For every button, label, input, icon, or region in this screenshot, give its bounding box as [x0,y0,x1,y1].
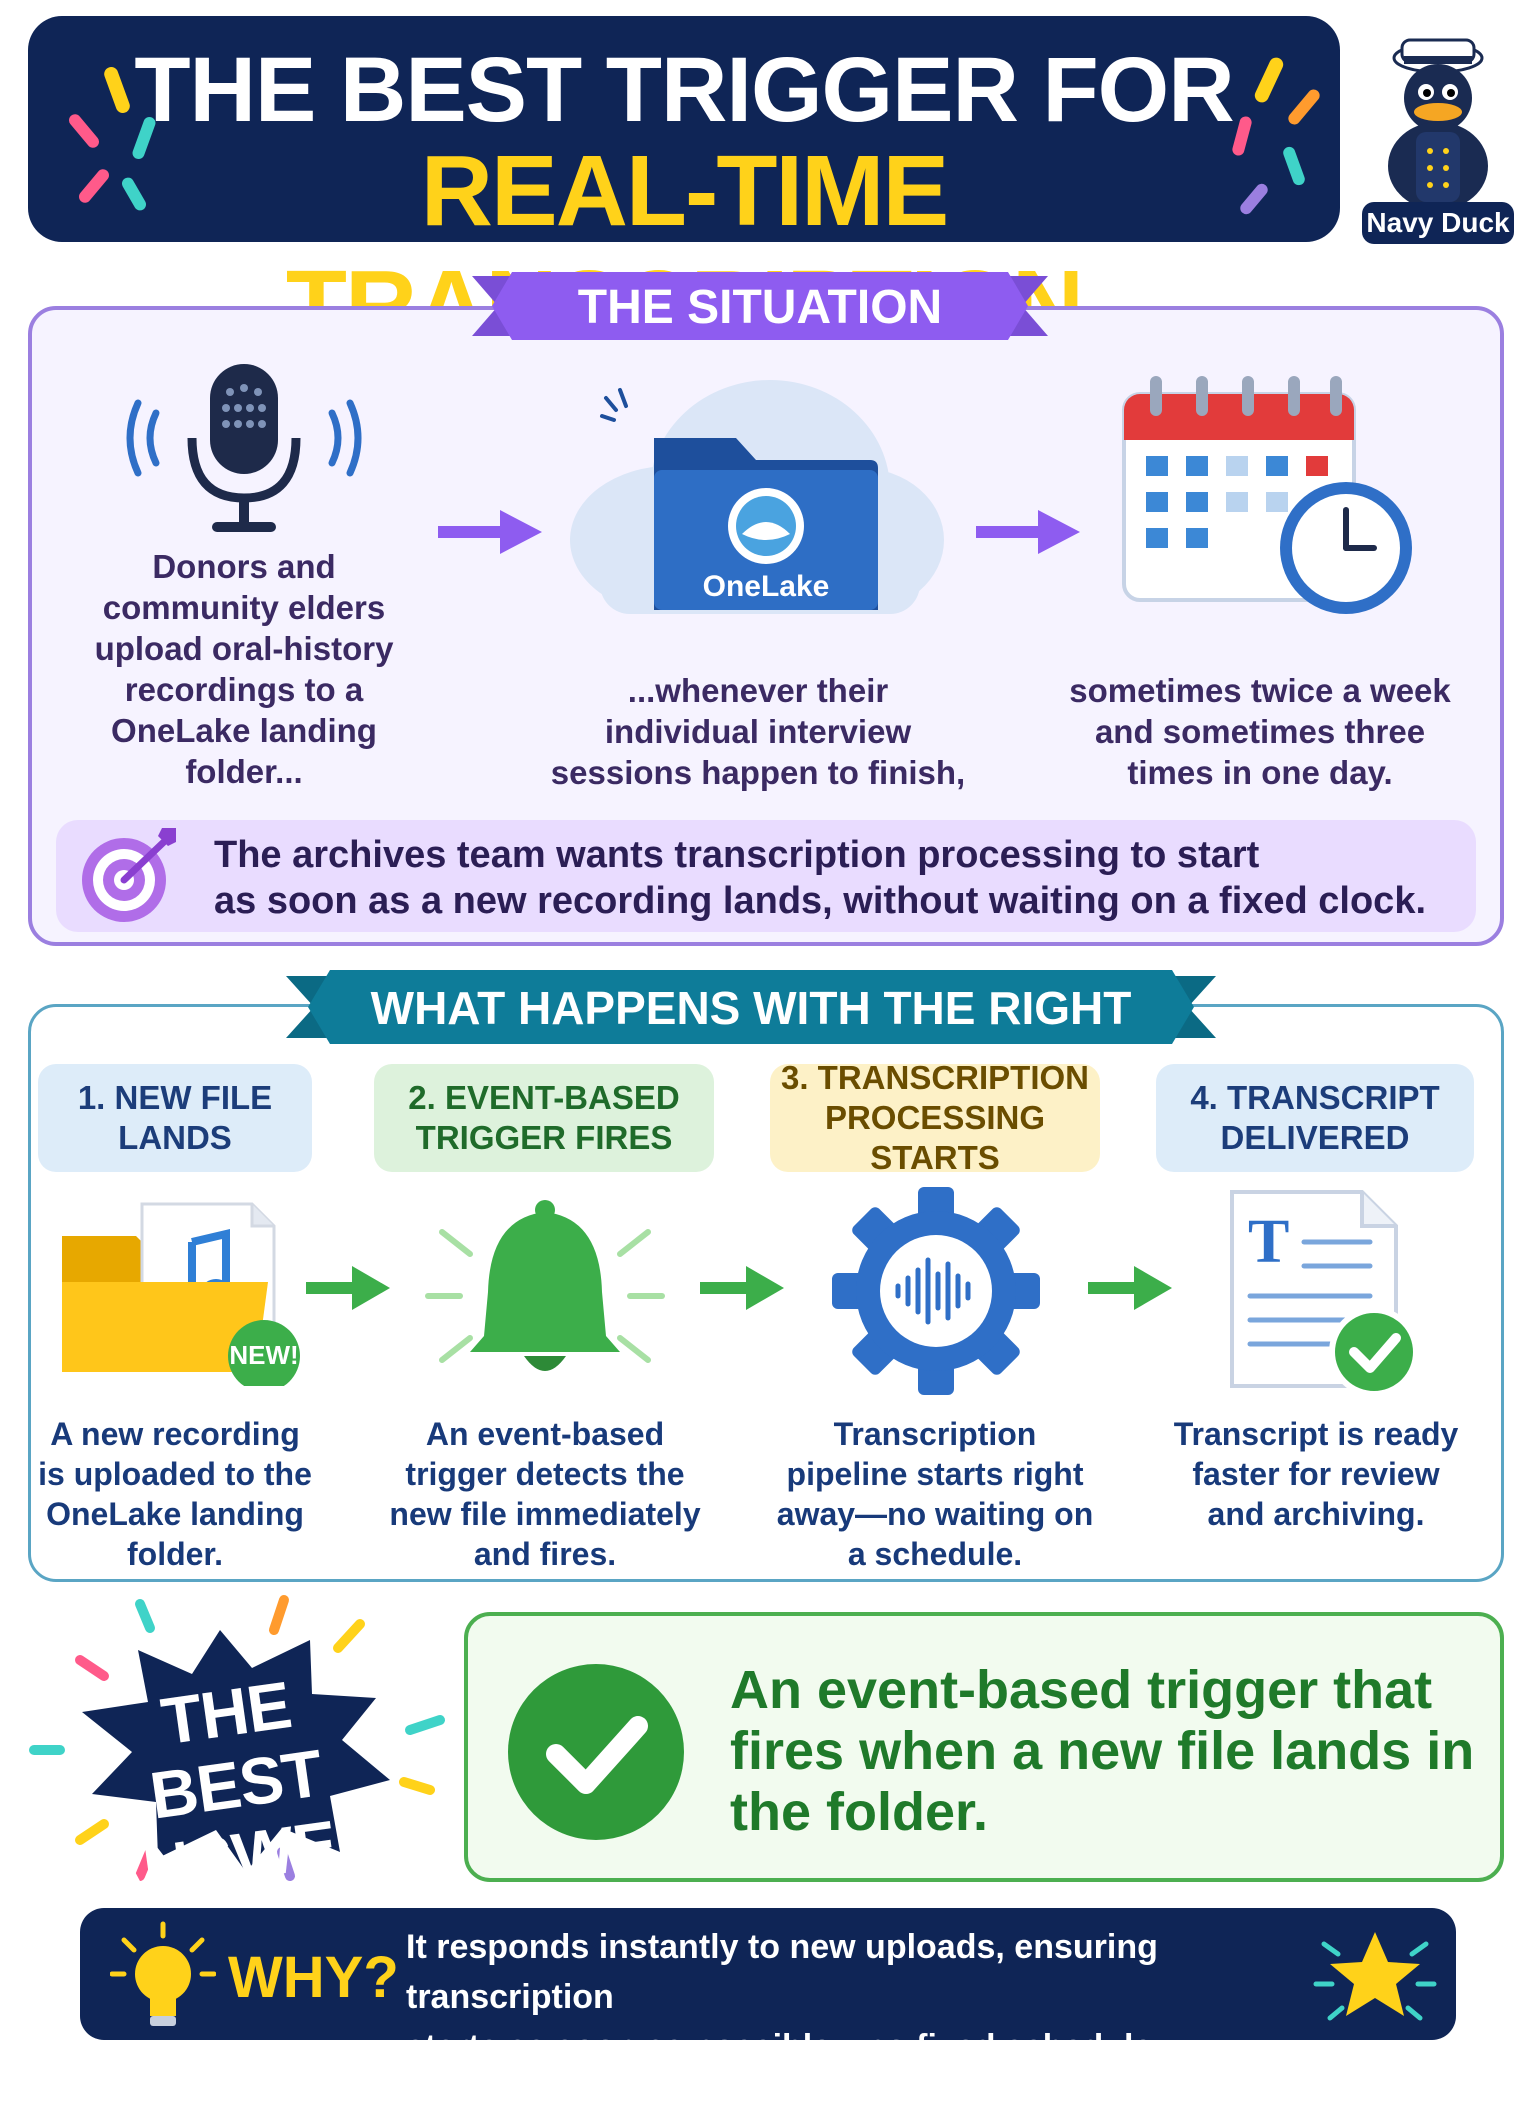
situation-text-1: Donors and community elders upload oral-… [94,548,394,790]
arrow-right-icon [976,510,1080,554]
why-line-2: starts as soon as possible—no fixed sche… [406,2028,1153,2116]
goal-line-2: as soon as a new recording lands, withou… [214,880,1427,922]
microphone-icon [126,364,362,532]
bell-icon [425,1200,665,1371]
why-text: It responds instantly to new uploads, en… [406,1922,1306,2122]
mascot-label: Navy Duck [1362,202,1514,244]
sparkle-left-icon [69,67,156,211]
goal-callout [56,820,1476,932]
arrow-right-icon [1088,1266,1172,1310]
step-3-label-line-1: 3. TRANSCRIPTION [780,1059,1090,1096]
step-3-text: Transcription pipeline starts right away… [776,1416,1094,1572]
target-icon [82,828,176,922]
arrow-right-icon [438,510,542,554]
sparkle-right-icon [1232,57,1320,215]
answer-text: An event-based trigger that fires when a… [730,1660,1475,1842]
why-line-1: It responds instantly to new uploads, en… [406,1928,1158,2016]
arrow-right-icon [700,1266,784,1310]
situation-text-3: sometimes twice a week and sometimes thr… [1069,672,1451,791]
gear-waveform-icon [832,1187,1040,1395]
svg-text:T: T [1248,1208,1289,1276]
why-label: WHY? [228,1945,399,2010]
best-answer-starburst [29,1595,445,1881]
title-line-1: THE BEST TRIGGER FOR [134,39,1234,141]
calendar-clock-icon [1122,376,1412,614]
step-4-label-line-2: DELIVERED [1220,1119,1410,1156]
step-1-text: A new recording is uploaded to the OneLa… [38,1416,312,1572]
steps-ribbon [286,970,1216,1044]
lightbulb-icon [110,1921,216,2026]
step-4-text: Transcript is ready faster for review an… [1173,1416,1459,1532]
step-1-label-line-2: LANDS [118,1119,232,1156]
duck-icon [1388,38,1488,216]
why-banner [80,1908,1456,2040]
goal-line-1: The archives team wants transcription pr… [214,834,1260,876]
goal-text: The archives team wants transcription pr… [214,832,1454,924]
step-2-label-line-2: TRIGGER FIRES [415,1119,673,1156]
step-3-label-line-2: PROCESSING STARTS [824,1099,1046,1176]
onelake-folder-label: OneLake [702,570,830,603]
situation-title: THE SITUATION [577,281,943,334]
title-banner: THE BEST TRIGGER FOR REAL-TIME TRANSCRIP… [28,16,1340,362]
star-icon [1313,1932,1437,2021]
situation-text-2: ...whenever their individual interview s… [550,672,966,791]
step-2-label-line-1: 2. EVENT-BASED [408,1079,680,1116]
best-answer-badge: THE BEST ANSWER! [72,1656,408,1913]
step-1-label-line-1: 1. NEW FILE [77,1079,273,1116]
onelake-folder-icon [570,380,944,614]
step-2-text: An event-based trigger detects the new f… [389,1416,701,1572]
step-4-label-line-1: 4. TRANSCRIPT [1190,1079,1440,1116]
new-badge: NEW! [229,1340,299,1370]
check-circle-icon [508,1664,684,1840]
situation-ribbon [472,272,1048,340]
transcript-document-icon: T [1230,1190,1419,1396]
arrow-right-icon [306,1266,390,1310]
music-folder-icon [62,1202,300,1386]
